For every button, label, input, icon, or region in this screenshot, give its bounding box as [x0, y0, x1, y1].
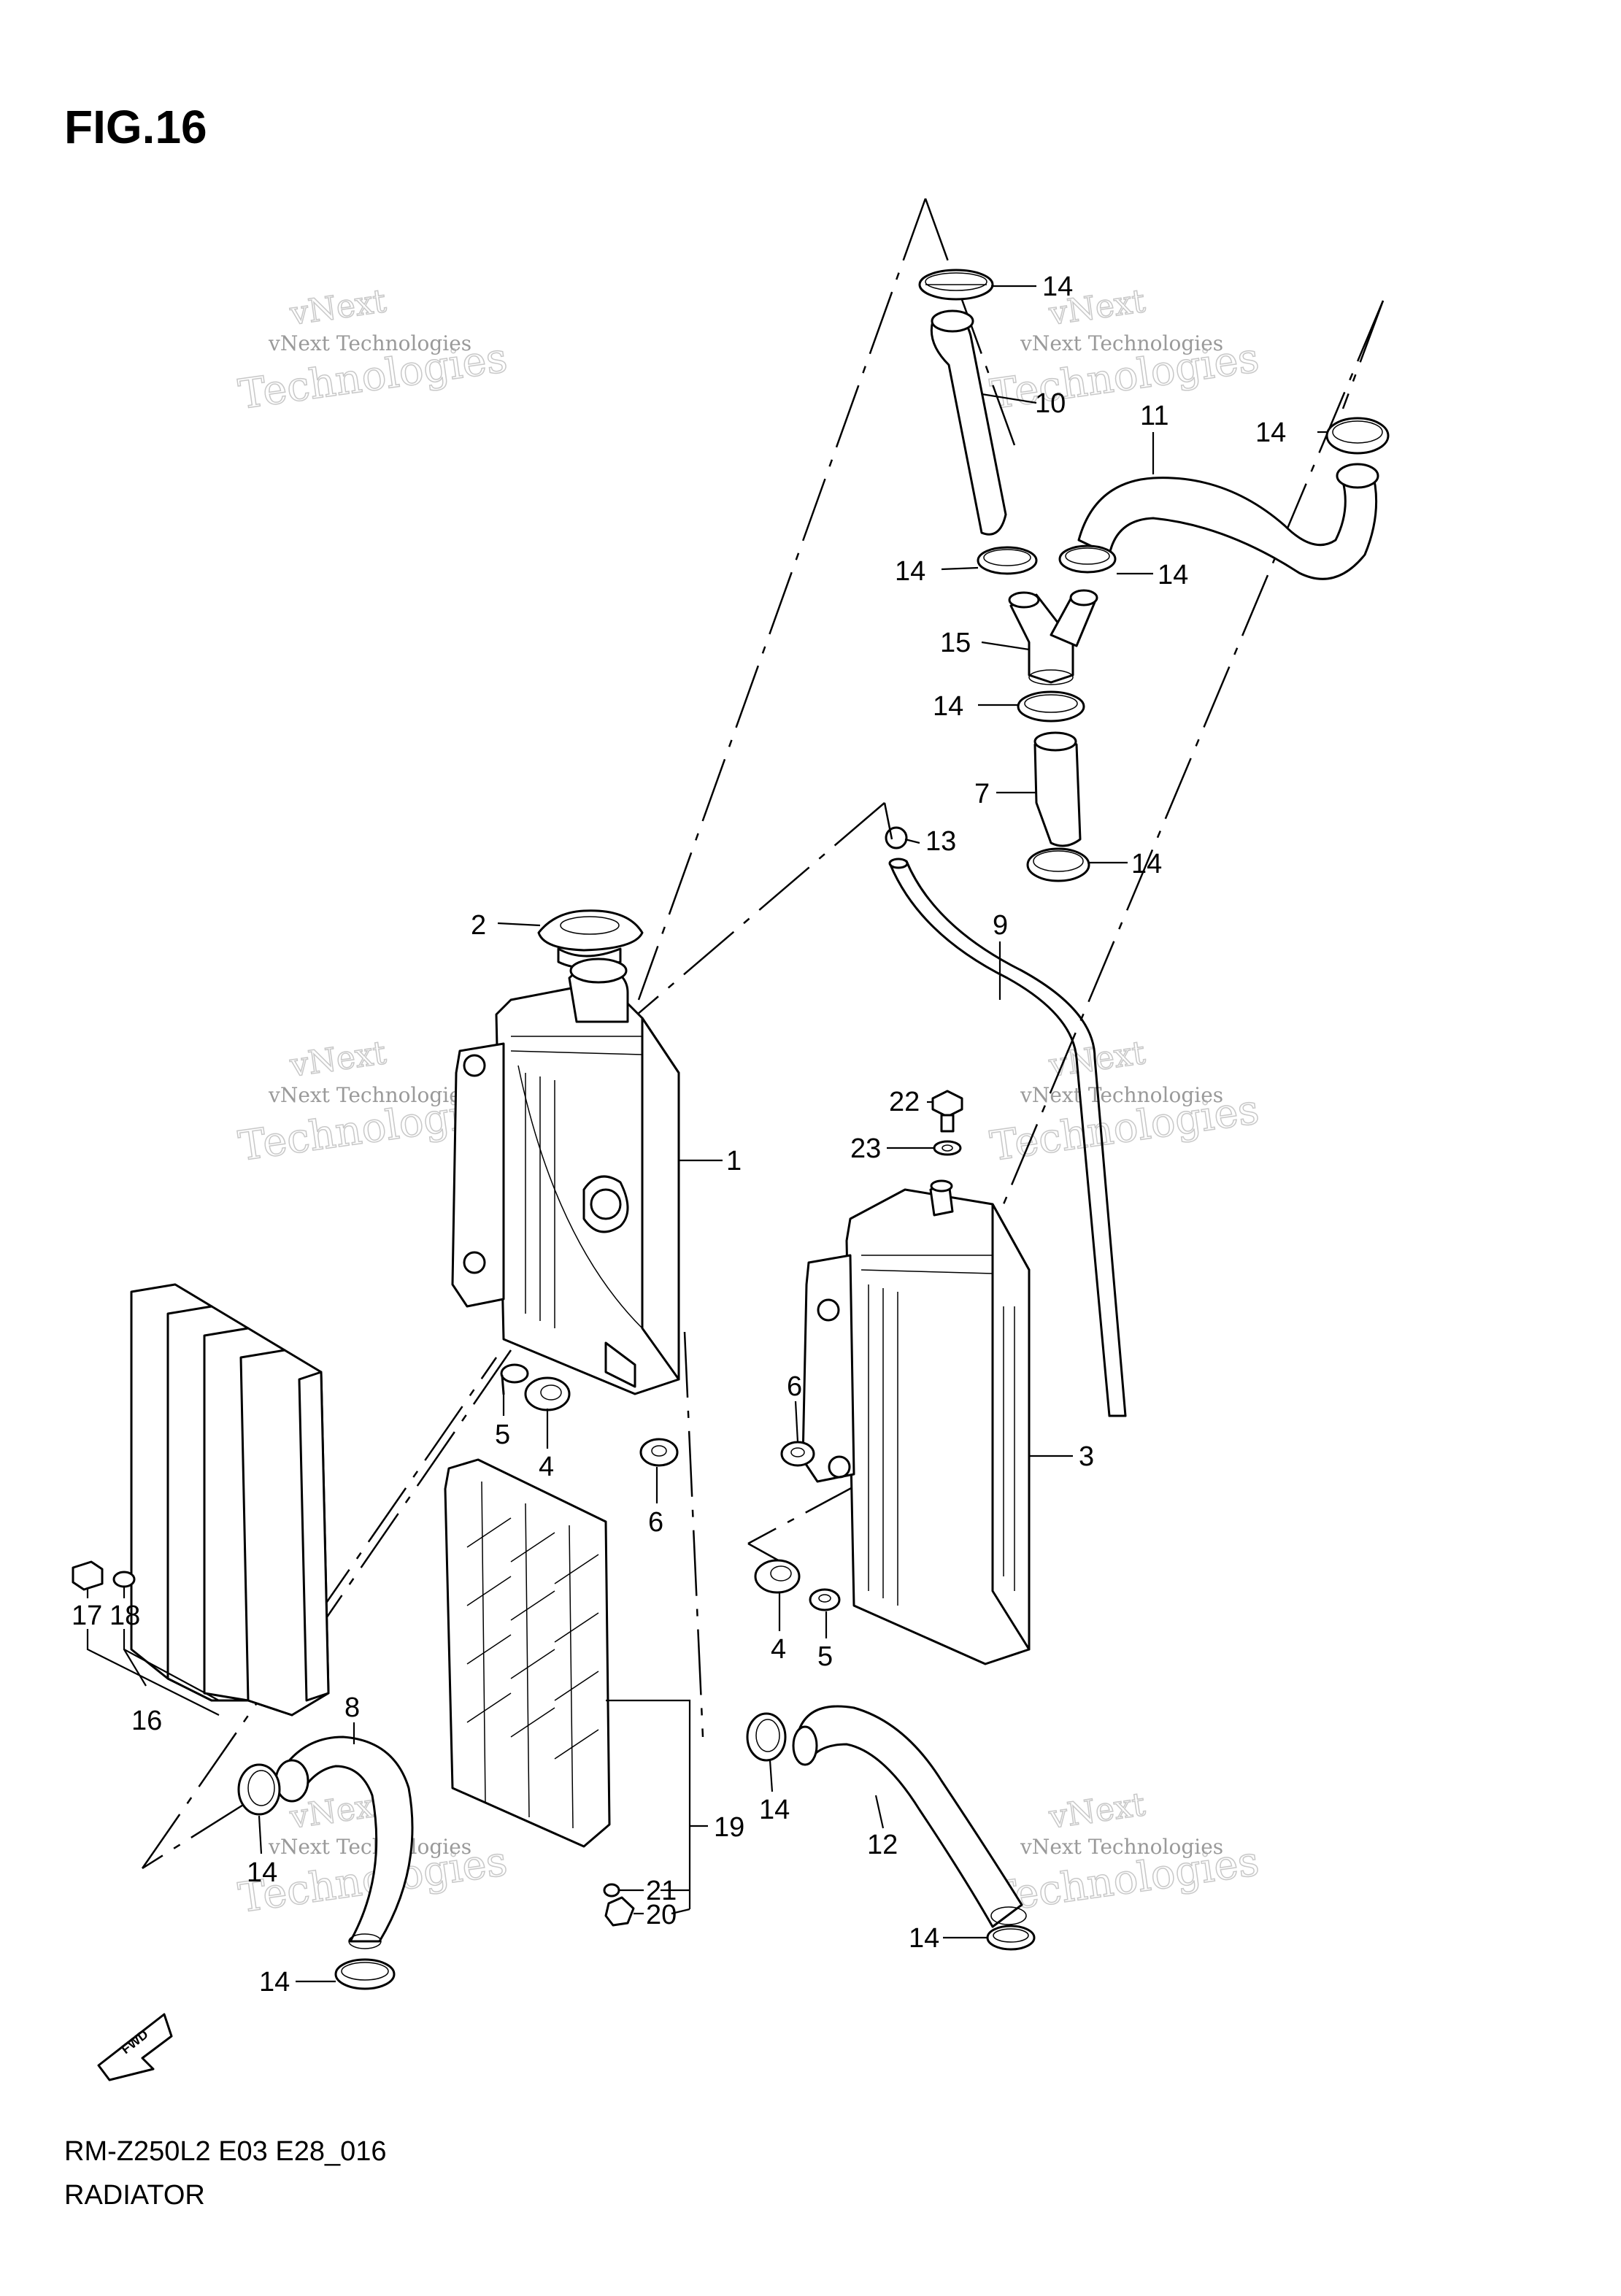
grommet-4-right	[754, 1559, 801, 1594]
svg-text:vNext Technologies: vNext Technologies	[1020, 1835, 1223, 1859]
washer-18	[112, 1571, 136, 1588]
radiator-right-3	[801, 1179, 1031, 1665]
svg-text:vNext Technologies: vNext Technologies	[268, 331, 471, 355]
hose-clamp-12-bottom	[986, 1925, 1036, 1951]
callout-labels: 14 10 11 14 14 14 15 14 7 13 14 2 9 22 2…	[72, 271, 1286, 1998]
bolt-5-left	[500, 1363, 529, 1395]
svg-text:vNext Technologies: vNext Technologies	[268, 1083, 471, 1107]
hose-clamp-7-bottom	[1026, 847, 1090, 882]
hose-clamp-y-right	[1058, 544, 1117, 574]
svg-text:vNext: vNext	[287, 1034, 388, 1085]
callout-22: 22	[889, 1087, 920, 1117]
assembly-lines	[141, 198, 1385, 1870]
hose-clamp-12-top	[746, 1712, 787, 1762]
callout-21: 21	[646, 1876, 677, 1906]
callout-14: 14	[1131, 849, 1162, 879]
screw-21	[603, 1883, 620, 1898]
model-code: RM-Z250L2 E03 E28_016	[64, 2136, 387, 2167]
section-name: RADIATOR	[64, 2180, 205, 2211]
louver-16	[130, 1283, 330, 1717]
hose-clamp-8-bottom	[334, 1958, 396, 1990]
callout-14: 14	[1255, 417, 1286, 448]
svg-text:vNext: vNext	[287, 282, 388, 333]
callout-23: 23	[850, 1133, 881, 1164]
watermark-6: Technologies vNext Technologies vNext	[987, 1785, 1263, 1922]
callout-15: 15	[940, 628, 971, 658]
callout-11: 11	[1140, 401, 1168, 431]
watermark-2: Technologies vNext Technologies vNext	[987, 282, 1263, 419]
callout-5: 5	[495, 1419, 510, 1450]
radiator-guard-19	[444, 1458, 611, 1848]
callout-6: 6	[787, 1371, 802, 1402]
overflow-tube-9	[888, 858, 1127, 1417]
figure-title: FIG.16	[64, 101, 207, 153]
callout-20: 20	[646, 1900, 677, 1930]
svg-text:vNext Technologies: vNext Technologies	[1020, 331, 1223, 355]
callout-16: 16	[131, 1706, 162, 1736]
bushing-6-left	[639, 1438, 679, 1467]
callout-14: 14	[895, 556, 925, 587]
callout-14: 14	[259, 1967, 290, 1998]
callout-4: 4	[771, 1634, 786, 1665]
grommet-4-left	[524, 1376, 571, 1411]
radiator-left-1	[451, 958, 680, 1395]
callout-14: 14	[1042, 271, 1073, 302]
nut-20	[604, 1896, 635, 1927]
hose-clamp-y-bottom	[1017, 690, 1085, 723]
svg-text:vNext: vNext	[1046, 1786, 1147, 1836]
callout-18: 18	[109, 1600, 140, 1631]
hose-8	[274, 1736, 414, 1949]
hose-clamp-right-upper	[1325, 417, 1390, 455]
hose-10	[930, 309, 1007, 536]
washer-23	[933, 1140, 962, 1156]
ring-13	[885, 826, 908, 850]
nut-17	[72, 1560, 104, 1591]
callout-2: 2	[471, 910, 486, 941]
callout-12: 12	[867, 1830, 898, 1860]
bolt-22	[931, 1090, 963, 1133]
hose-clamp-8-top	[237, 1763, 281, 1816]
callout-10: 10	[1035, 388, 1066, 419]
callout-14: 14	[933, 691, 963, 722]
svg-text:vNext Technologies: vNext Technologies	[1020, 1083, 1223, 1107]
y-joint-15	[1008, 589, 1098, 685]
callout-6: 6	[648, 1507, 663, 1538]
hose-clamp-top	[918, 269, 994, 301]
callout-4: 4	[539, 1452, 554, 1482]
callout-14: 14	[247, 1857, 277, 1888]
callout-3: 3	[1079, 1441, 1094, 1472]
bolt-5-right	[809, 1588, 841, 1611]
hose-11	[1077, 463, 1379, 580]
callout-14: 14	[1158, 560, 1188, 590]
leader-lines	[86, 285, 1328, 1983]
callout-13: 13	[925, 826, 956, 857]
hose-12	[792, 1705, 1027, 1928]
callout-17: 17	[72, 1600, 102, 1631]
callout-7: 7	[974, 779, 990, 809]
hose-clamp-y-left	[977, 546, 1038, 575]
hose-7	[1033, 731, 1082, 847]
watermark-1: Technologies vNext Technologies vNext	[235, 282, 511, 419]
callout-14: 14	[909, 1923, 939, 1954]
callout-1: 1	[726, 1146, 742, 1176]
callout-5: 5	[817, 1641, 833, 1672]
callout-9: 9	[993, 910, 1008, 941]
bushing-6-right	[780, 1441, 815, 1467]
watermark-4: Technologies vNext Technologies vNext	[987, 1033, 1263, 1171]
fwd-arrow-badge: FWD	[97, 2013, 173, 2081]
callout-19: 19	[714, 1812, 744, 1843]
callout-14: 14	[759, 1795, 790, 1825]
svg-text:vNext Technologies: vNext Technologies	[268, 1835, 471, 1859]
callout-8: 8	[344, 1692, 360, 1723]
